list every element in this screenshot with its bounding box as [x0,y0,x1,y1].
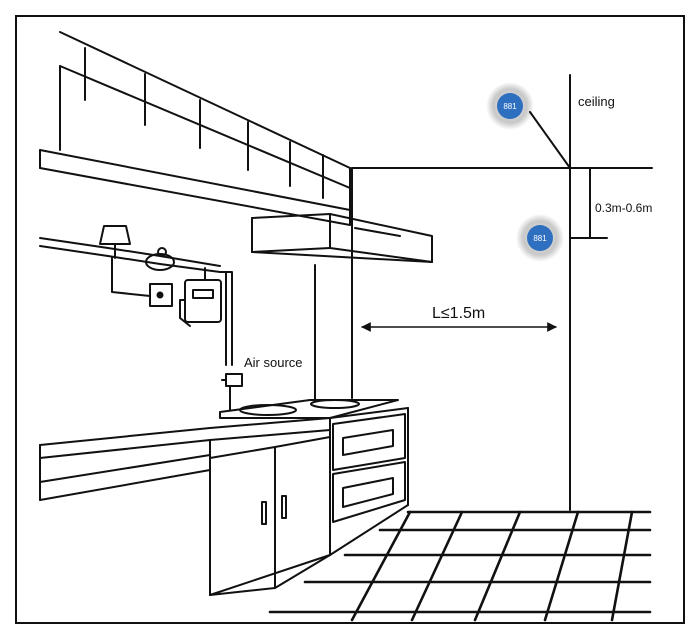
wall-detector: 881 [516,214,564,262]
floor-tiles [268,510,652,622]
lower-cabinet-doors [209,413,406,596]
detector-screen [527,225,553,251]
air-source-label: Air source [244,355,303,370]
countertop [39,407,409,596]
gas-pipe-assembly [39,225,243,411]
height-dimension [569,167,608,239]
upper-cabinets [39,31,351,226]
range-hood [251,213,433,401]
room-structure [351,74,653,511]
ceiling-leader-line [529,111,571,169]
distance-label: L≤1.5m [432,305,485,322]
detector-screen [497,93,523,119]
wall-detector-display: 881 [533,234,547,243]
ceiling-label: ceiling [578,94,615,109]
ceiling-detector: 881 [486,82,534,130]
diagram-frame [15,15,685,624]
ceiling-detector-display: 881 [503,102,517,111]
gas-stove [219,399,399,419]
height-range-label: 0.3m-0.6m [595,201,652,215]
